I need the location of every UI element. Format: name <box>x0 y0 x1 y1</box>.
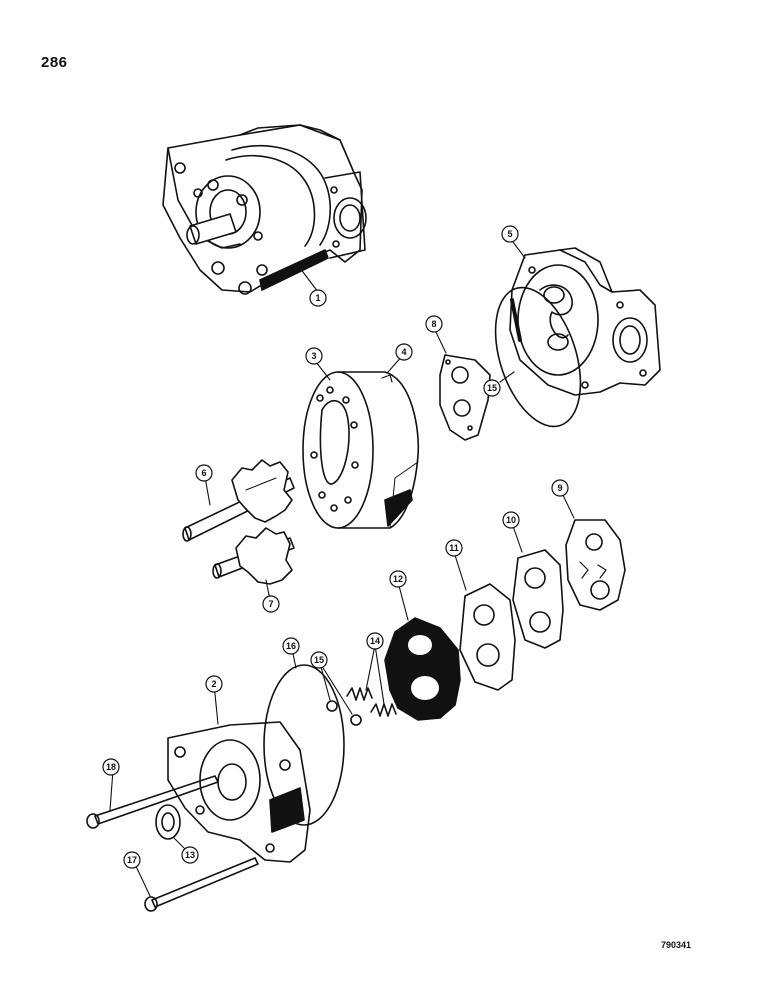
seal-plate-12-drawing <box>384 617 461 721</box>
gasket-8-drawing <box>439 354 491 441</box>
callout-1: 1 <box>309 289 327 307</box>
svg-text:6: 6 <box>201 468 206 478</box>
callout-5: 5 <box>501 225 519 243</box>
svg-text:2: 2 <box>211 679 216 689</box>
callout-14: 14 <box>366 632 384 650</box>
callout-17: 17 <box>123 851 141 869</box>
svg-text:15: 15 <box>487 383 497 393</box>
o-ring-15-rear <box>494 286 582 428</box>
check-ball-15-a <box>326 700 338 712</box>
svg-text:10: 10 <box>506 515 516 525</box>
leader-lines <box>109 237 575 897</box>
callout-16: 16 <box>282 637 300 655</box>
callout-8: 8 <box>425 315 443 333</box>
oil-seal-13-drawing <box>155 804 181 840</box>
rear-housing-drawing <box>509 247 661 396</box>
svg-text:7: 7 <box>268 599 273 609</box>
svg-text:5: 5 <box>507 229 512 239</box>
gasket-9-drawing <box>565 519 626 611</box>
callout-6: 6 <box>195 464 213 482</box>
callout-15-rear: 15 <box>483 379 501 397</box>
callout-3: 3 <box>305 347 323 365</box>
front-housing-2-drawing <box>167 721 311 863</box>
drive-gear-shaft-6 <box>182 459 295 542</box>
svg-text:4: 4 <box>401 347 406 357</box>
svg-text:16: 16 <box>286 641 296 651</box>
svg-text:18: 18 <box>106 762 116 772</box>
callout-4: 4 <box>395 343 413 361</box>
callout-2: 2 <box>205 675 223 693</box>
callout-12: 12 <box>389 570 407 588</box>
svg-text:1: 1 <box>315 293 320 303</box>
driven-gear-shaft-7 <box>212 527 295 585</box>
callout-10: 10 <box>502 511 520 529</box>
svg-text:17: 17 <box>127 855 137 865</box>
svg-text:12: 12 <box>393 574 403 584</box>
o-ring-16-front <box>263 664 345 826</box>
svg-text:15: 15 <box>314 655 324 665</box>
svg-text:3: 3 <box>311 351 316 361</box>
callout-9: 9 <box>551 479 569 497</box>
callout-15-front: 15 <box>310 651 328 669</box>
svg-text:13: 13 <box>185 850 195 860</box>
cap-screw-18-drawing <box>86 775 219 829</box>
pump-body-drawing <box>302 371 420 529</box>
svg-text:9: 9 <box>557 483 562 493</box>
wear-plate-10-drawing <box>512 549 564 649</box>
assembled-pump-drawing <box>162 124 367 295</box>
springs-14-drawing <box>346 687 397 717</box>
callout-11: 11 <box>445 539 463 557</box>
page-number: 286 <box>41 54 68 71</box>
callout-18: 18 <box>102 758 120 776</box>
backup-plate-11-drawing <box>459 583 516 691</box>
cap-screw-17-drawing <box>144 857 259 912</box>
svg-text:11: 11 <box>449 543 459 553</box>
callout-13: 13 <box>181 846 199 864</box>
svg-text:14: 14 <box>370 636 380 646</box>
check-ball-15-b <box>350 714 362 726</box>
figure-reference-code: 790341 <box>661 940 692 950</box>
callout-7: 7 <box>262 595 280 613</box>
svg-text:8: 8 <box>431 319 436 329</box>
